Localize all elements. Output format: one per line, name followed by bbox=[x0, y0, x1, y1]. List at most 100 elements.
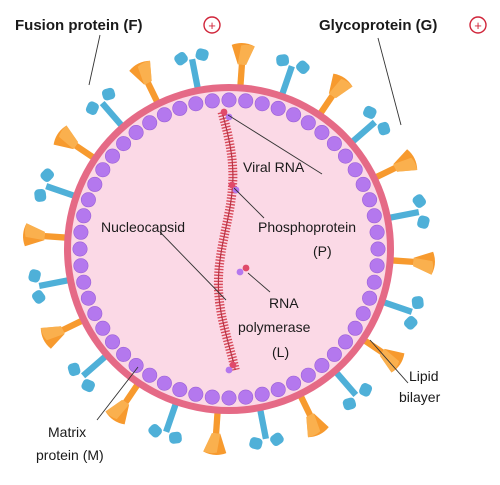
matrix-protein-bead bbox=[128, 357, 144, 373]
glycoprotein-spike bbox=[22, 223, 67, 250]
leader-glycoprotein bbox=[377, 37, 402, 126]
matrix-protein-bead bbox=[326, 136, 342, 152]
glycoprotein-spike bbox=[228, 42, 255, 87]
matrix-protein-bead bbox=[73, 224, 89, 240]
matrix-protein-bead bbox=[286, 375, 302, 391]
rna-polymerase-label-line2: polymerase bbox=[238, 319, 311, 335]
matrix-protein-bead bbox=[172, 100, 188, 116]
matrix-protein-bead bbox=[362, 290, 378, 306]
matrix-protein-bead bbox=[221, 390, 237, 406]
phosphoprotein-label: Phosphoprotein bbox=[258, 219, 356, 235]
matrix-protein-bead bbox=[116, 346, 132, 362]
glycoprotein-plus-symbol: + bbox=[474, 18, 482, 33]
leader-viral-rna bbox=[227, 114, 323, 175]
matrix-protein-bead bbox=[270, 100, 286, 116]
matrix-protein-bead bbox=[188, 96, 204, 112]
matrix-protein-bead bbox=[172, 382, 188, 398]
rna-associated-protein bbox=[220, 108, 228, 116]
matrix-protein-bead bbox=[221, 92, 237, 108]
leader-matrix bbox=[96, 366, 139, 421]
lipid-bilayer-label-line2: bilayer bbox=[399, 389, 441, 405]
matrix-protein-bead bbox=[76, 274, 92, 290]
leader-nucleocapsid bbox=[159, 231, 227, 301]
matrix-protein-bead bbox=[156, 375, 172, 391]
leader-phosphoprotein bbox=[233, 187, 265, 219]
matrix-protein-bead bbox=[128, 125, 144, 141]
matrix-protein-bead bbox=[72, 241, 88, 257]
rna-associated-protein bbox=[225, 113, 233, 121]
rna-associated-protein bbox=[228, 181, 236, 189]
matrix-protein-bead bbox=[87, 176, 103, 192]
leader-rna-polymerase bbox=[247, 272, 271, 293]
fusion-plus-symbol: + bbox=[208, 18, 216, 33]
fusion-protein-spike bbox=[241, 406, 287, 453]
matrix-protein-bead bbox=[254, 96, 270, 112]
fusion-protein-spike bbox=[386, 191, 433, 237]
matrix-protein-beads bbox=[72, 92, 386, 406]
viral-rna-label: Viral RNA bbox=[243, 159, 305, 175]
matrix-protein-bead bbox=[238, 93, 254, 109]
rna-polymerase-label-line1: RNA bbox=[269, 295, 299, 311]
rna-associated-protein bbox=[225, 366, 233, 374]
matrix-protein-bead bbox=[80, 290, 96, 306]
matrix-protein-bead bbox=[300, 367, 316, 383]
rna-polymerase-abbrev: (L) bbox=[272, 344, 289, 360]
matrix-protein-bead bbox=[347, 320, 363, 336]
matrix-protein-bead bbox=[314, 125, 330, 141]
matrix-protein-bead bbox=[105, 334, 121, 350]
matrix-protein-bead bbox=[270, 382, 286, 398]
matrix-protein-bead bbox=[204, 93, 220, 109]
matrix-protein-bead bbox=[95, 162, 111, 178]
matrix-protein-bead bbox=[76, 208, 92, 224]
matrix-protein-bead bbox=[347, 162, 363, 178]
matrix-protein-bead bbox=[80, 192, 96, 208]
matrix-protein-bead bbox=[326, 346, 342, 362]
matrix-protein-bead bbox=[142, 115, 158, 131]
matrix-protein-bead bbox=[314, 357, 330, 373]
matrix-protein-bead bbox=[156, 107, 172, 123]
matrix-protein-bead bbox=[366, 274, 382, 290]
matrix-protein-bead bbox=[286, 107, 302, 123]
matrix-protein-bead bbox=[300, 115, 316, 131]
matrix-protein-label-line2: protein (M) bbox=[36, 447, 104, 463]
virus-interior bbox=[71, 91, 387, 407]
matrix-protein-bead bbox=[337, 334, 353, 350]
matrix-protein-bead bbox=[370, 241, 386, 257]
nucleocapsid-label: Nucleocapsid bbox=[101, 219, 185, 235]
matrix-protein-bead bbox=[355, 176, 371, 192]
matrix-protein-bead bbox=[105, 148, 121, 164]
matrix-protein-bead bbox=[369, 258, 385, 274]
matrix-protein-bead bbox=[369, 224, 385, 240]
matrix-protein-bead bbox=[73, 258, 89, 274]
matrix-protein-bead bbox=[254, 386, 270, 402]
matrix-protein-bead bbox=[95, 320, 111, 336]
matrix-protein-label-line1: Matrix bbox=[48, 424, 86, 440]
fusion-protein-spike bbox=[171, 45, 217, 92]
lipid-bilayer-label-line1: Lipid bbox=[409, 368, 439, 384]
fusion-protein-label: Fusion protein (F) bbox=[15, 17, 142, 34]
matrix-protein-bead bbox=[337, 148, 353, 164]
matrix-protein-bead bbox=[362, 192, 378, 208]
leader-lipid-bilayer bbox=[369, 339, 409, 384]
fusion-protein-spike bbox=[25, 261, 72, 307]
matrix-protein-bead bbox=[366, 208, 382, 224]
matrix-protein-bead bbox=[142, 367, 158, 383]
matrix-protein-bead bbox=[87, 306, 103, 322]
rna-associated-protein bbox=[229, 361, 237, 369]
matrix-protein-bead bbox=[355, 306, 371, 322]
rna-core bbox=[217, 111, 236, 371]
matrix-protein-bead bbox=[238, 389, 254, 405]
leader-fusion bbox=[88, 34, 101, 86]
matrix-protein-bead bbox=[188, 386, 204, 402]
rna-associated-protein bbox=[236, 268, 244, 276]
matrix-protein-bead bbox=[116, 136, 132, 152]
glycoprotein-spike bbox=[391, 248, 436, 275]
matrix-protein-bead bbox=[204, 389, 220, 405]
rna-associated-protein bbox=[242, 264, 250, 272]
glycoprotein-spike bbox=[203, 411, 230, 456]
glycoprotein-plus-icon: + bbox=[469, 16, 487, 34]
phosphoprotein-abbrev: (P) bbox=[313, 243, 332, 259]
fusion-plus-icon: + bbox=[203, 16, 221, 34]
glycoprotein-label: Glycoprotein (G) bbox=[319, 17, 437, 34]
